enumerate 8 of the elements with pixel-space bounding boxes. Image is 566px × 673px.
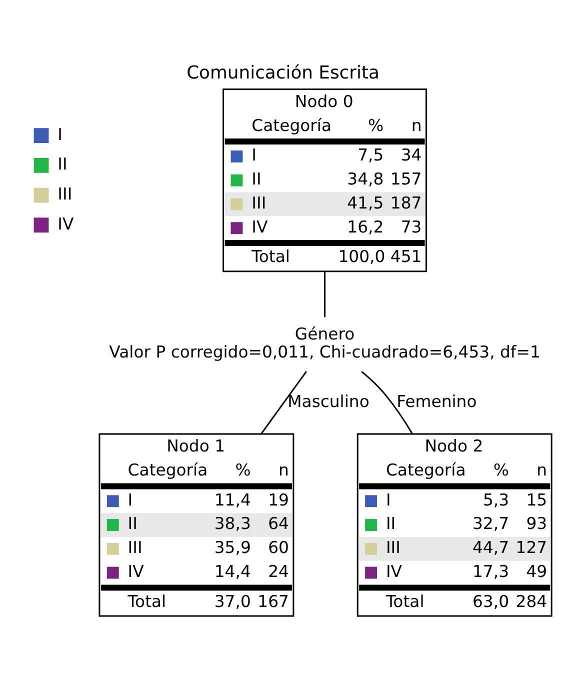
edge-label: Femenino [396, 391, 477, 410]
legend-label: IV [58, 214, 74, 233]
legend-label: III [58, 184, 72, 203]
diagram-title: Comunicación Escrita [186, 62, 380, 83]
node-text: Género Valor P corregido=0,011, Chi-cuadrado=6,453, df=1 [109, 324, 540, 362]
edge-label: Masculino [288, 391, 370, 410]
legend-label: II [58, 154, 68, 174]
legend-label: I [58, 124, 63, 144]
